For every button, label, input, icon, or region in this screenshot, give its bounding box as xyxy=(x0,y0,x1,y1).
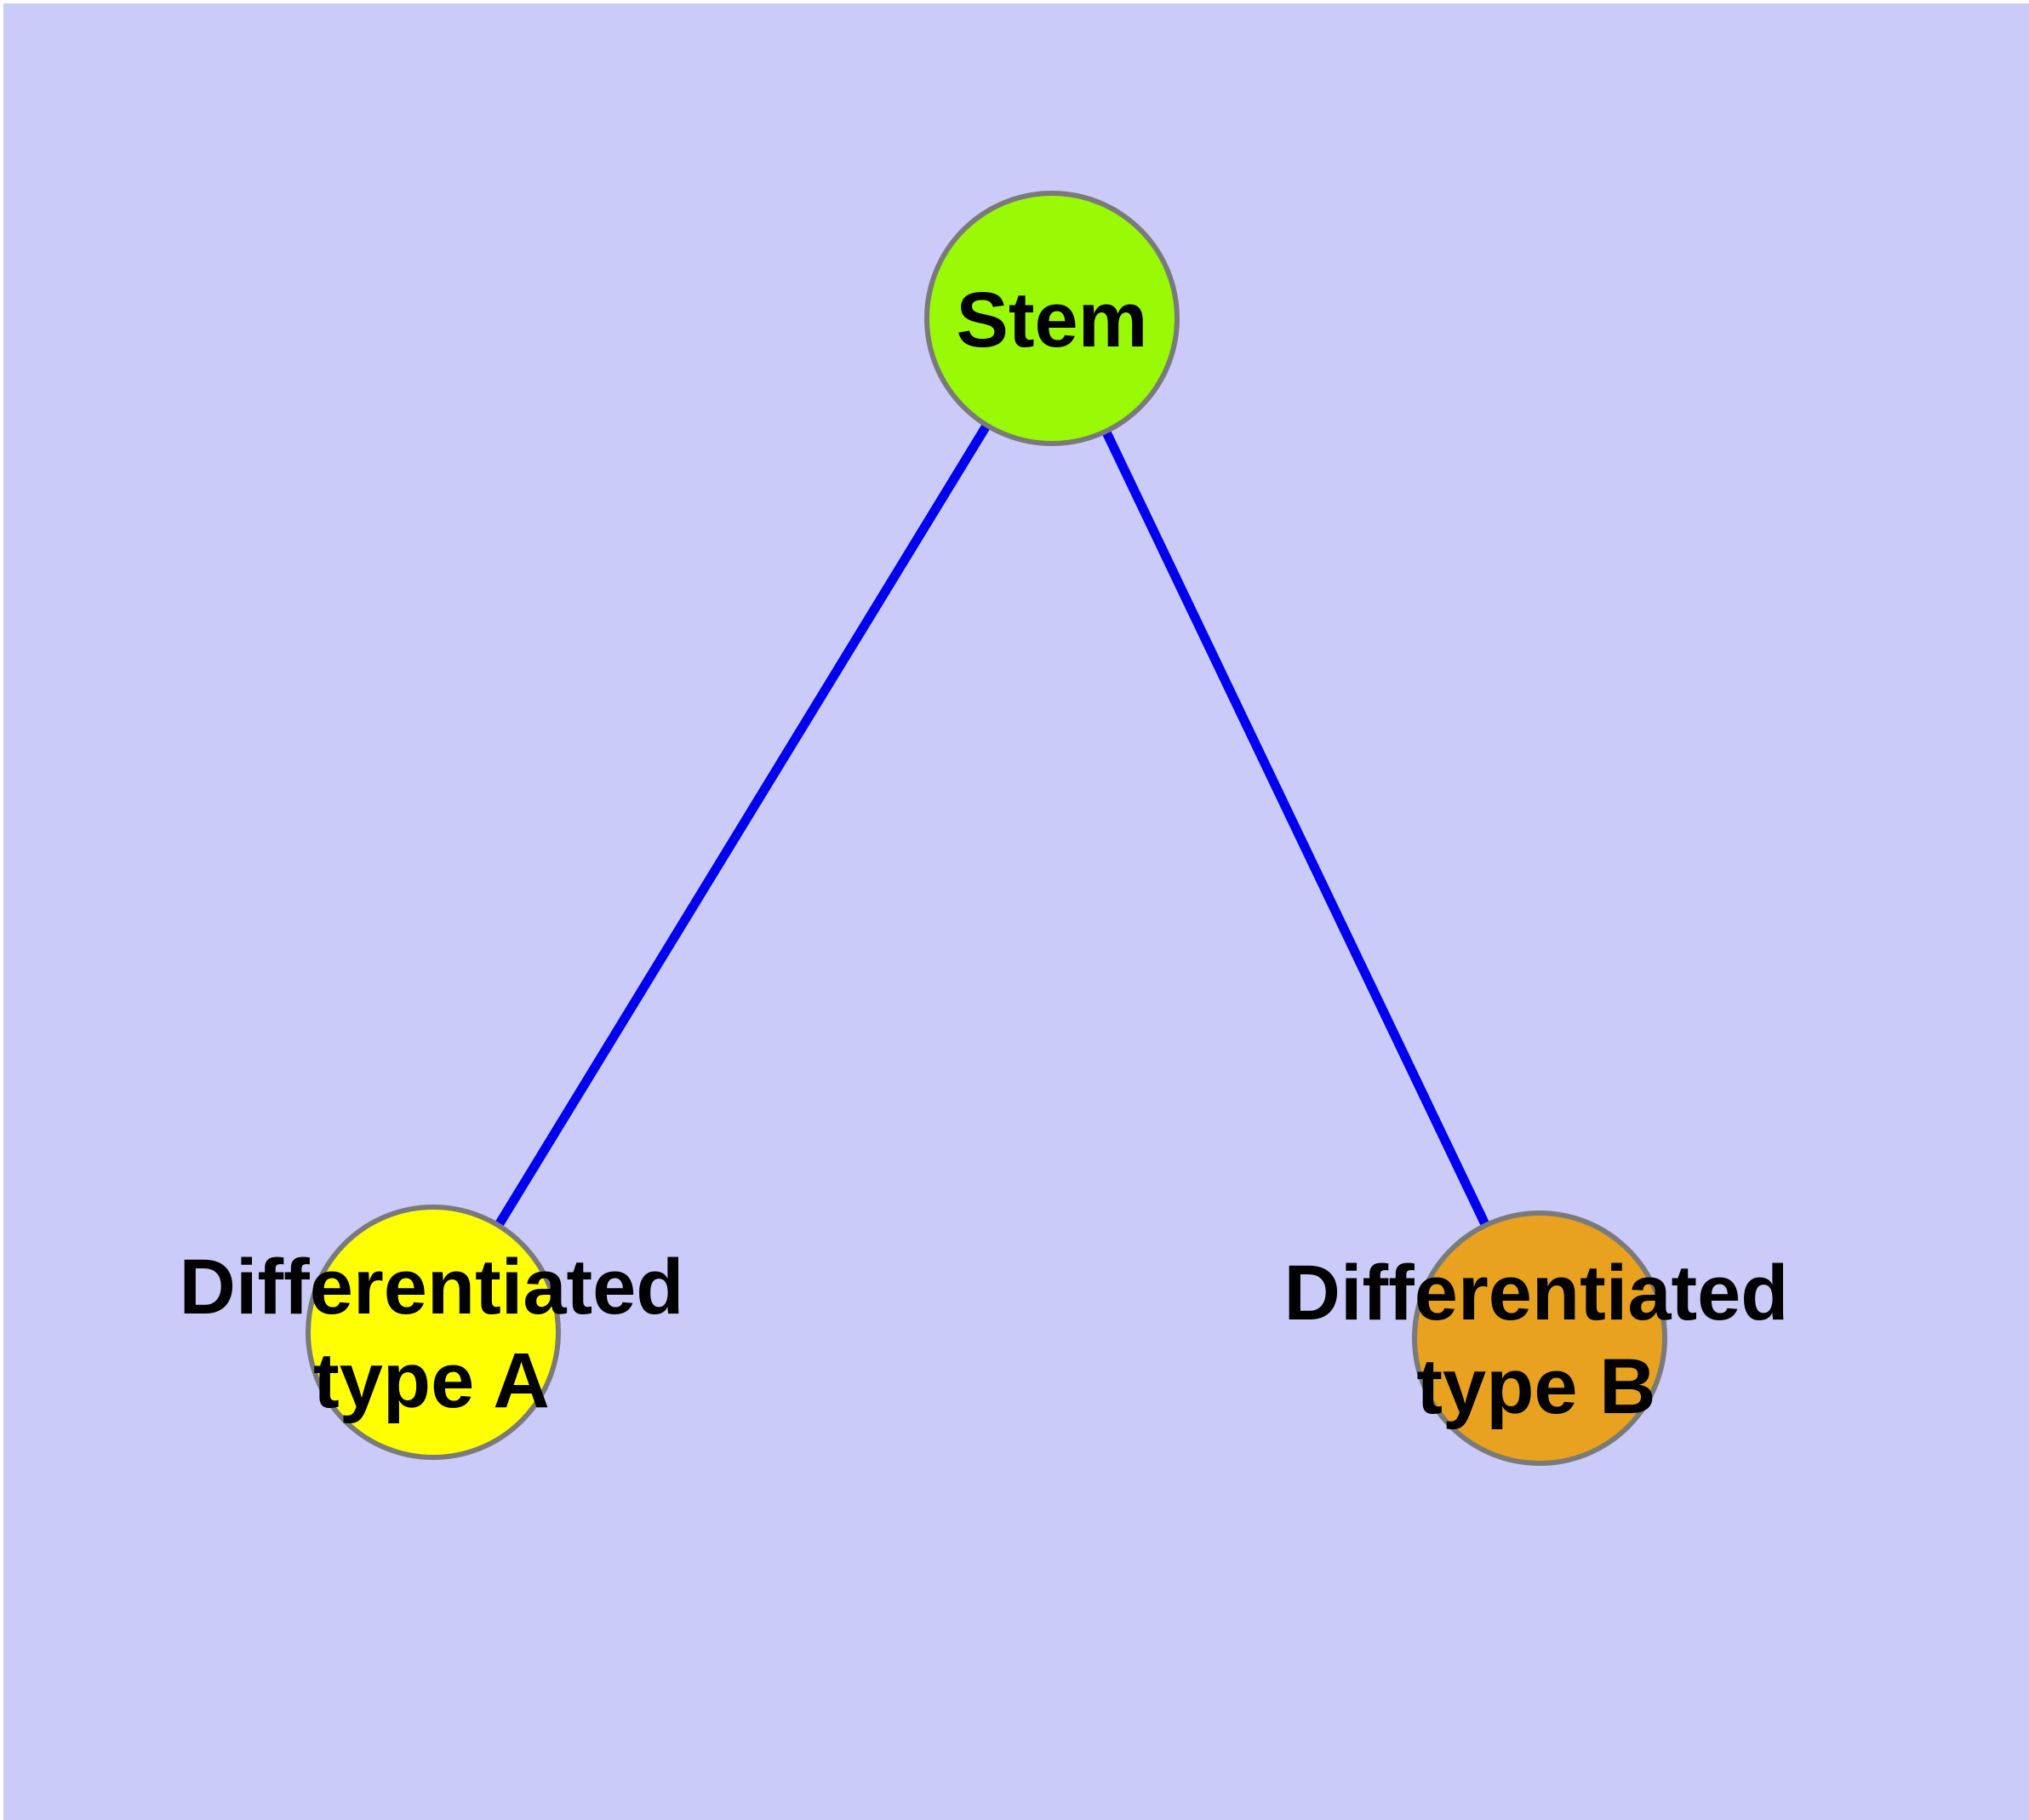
graph-canvas: Stem Differentiated type A Differentiate… xyxy=(3,3,2029,1820)
edge-stem-to-type-a xyxy=(429,316,1056,1335)
node-differentiated-type-a-label-line1: Differentiated xyxy=(179,1244,684,1331)
node-differentiated-type-a-label: Differentiated type A xyxy=(180,1240,684,1428)
node-differentiated-type-b-label-line1: Differentiated xyxy=(1283,1250,1789,1336)
node-differentiated-type-b-label-line2: type B xyxy=(1416,1343,1656,1430)
node-differentiated-type-a-circle xyxy=(306,1205,561,1460)
graph-svg xyxy=(3,3,2029,1820)
node-differentiated-type-b-circle xyxy=(1412,1210,1667,1466)
node-differentiated-type-a-label-line2: type A xyxy=(313,1337,550,1424)
node-stem-label: Stem xyxy=(957,273,1148,367)
node-stem-label-line: Stem xyxy=(956,277,1148,363)
node-differentiated-type-b-label: Differentiated type B xyxy=(1284,1246,1789,1434)
node-stem-circle xyxy=(924,191,1180,446)
edge-stem-to-type-b xyxy=(1048,316,1544,1341)
